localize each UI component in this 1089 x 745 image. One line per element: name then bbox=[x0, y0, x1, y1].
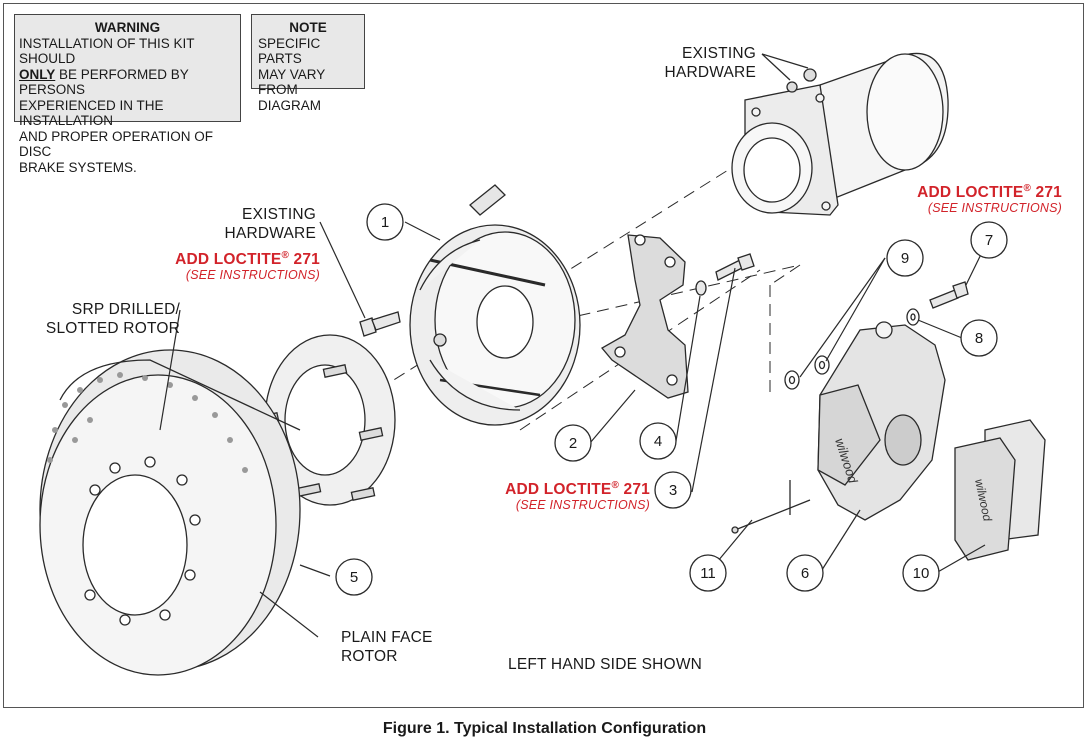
existing-hardware-bolt bbox=[359, 311, 401, 337]
existing-hardware-top-label: EXISTING HARDWARE bbox=[651, 44, 756, 82]
loctite-left-num: 271 bbox=[289, 251, 320, 269]
brake-pads: wilwood bbox=[954, 419, 1046, 561]
bracket-bolt bbox=[715, 253, 755, 281]
loctite-left-text: ADD LOCTITE bbox=[175, 251, 282, 269]
existing-hardware-left-line-2: HARDWARE bbox=[224, 225, 316, 242]
loctite-note-top-right: ADD LOCTITE® 271 (SEE INSTRUCTIONS) bbox=[890, 179, 1062, 218]
warning-box: WARNING INSTALLATION OF THIS KIT SHOULD … bbox=[14, 14, 241, 175]
warning-line-4: AND PROPER OPERATION OF DISC bbox=[19, 128, 214, 160]
callout-numbers: 1 2 3 4 5 6 7 8 9 10 11 bbox=[350, 214, 993, 586]
warning-line-5: BRAKE SYSTEMS. bbox=[19, 159, 137, 175]
brake-rotor bbox=[39, 349, 301, 676]
diagram-frame bbox=[3, 3, 1084, 708]
callout-6: 6 bbox=[801, 565, 809, 582]
callout-circles bbox=[335, 203, 1008, 596]
callout-10: 10 bbox=[913, 565, 930, 582]
existing-hardware-top-line-1: EXISTING bbox=[682, 45, 756, 62]
loctite-left-title: ADD LOCTITE® 271 bbox=[150, 246, 320, 269]
loctite-left-reg: ® bbox=[281, 250, 290, 261]
loctite-right-title: ADD LOCTITE® 271 bbox=[890, 179, 1062, 202]
callout-2: 2 bbox=[569, 435, 577, 452]
loctite-center-reg: ® bbox=[611, 480, 620, 491]
caliper: wilwood bbox=[817, 321, 946, 521]
callout-1: 1 bbox=[381, 214, 389, 231]
warning-line-3: EXPERIENCED IN THE INSTALLATION bbox=[19, 97, 164, 129]
left-hand-side-label: LEFT HAND SIDE SHOWN bbox=[508, 656, 703, 673]
callout-11: 11 bbox=[700, 565, 716, 582]
loctite-right-text: ADD LOCTITE bbox=[917, 184, 1024, 202]
warning-line-2-rest: BE PERFORMED BY PERSONS bbox=[19, 66, 189, 98]
loctite-left-sub: (SEE INSTRUCTIONS) bbox=[185, 268, 320, 283]
leader-lines bbox=[159, 221, 989, 638]
callout-3: 3 bbox=[669, 482, 677, 499]
note-line-2: MAY VARY FROM bbox=[258, 66, 326, 98]
loctite-right-sub: (SEE INSTRUCTIONS) bbox=[927, 201, 1062, 216]
existing-hardware-left-label: EXISTING HARDWARE bbox=[196, 205, 316, 243]
callout-8: 8 bbox=[975, 330, 983, 347]
plain-face-rotor-label: PLAIN FACE ROTOR bbox=[341, 628, 481, 666]
srp-rotor-line-1: SRP DRILLED/ bbox=[71, 301, 180, 318]
warning-only: ONLY bbox=[19, 66, 56, 82]
srp-rotor-line-2: SLOTTED ROTOR bbox=[45, 320, 180, 337]
existing-hardware-left-line-1: EXISTING bbox=[242, 206, 316, 223]
axle-housing bbox=[731, 52, 949, 216]
caliper-bracket bbox=[601, 234, 689, 399]
loctite-center-title: ADD LOCTITE® 271 bbox=[480, 476, 650, 499]
note-line-1: SPECIFIC PARTS bbox=[258, 35, 321, 67]
note-box: NOTE SPECIFIC PARTS MAY VARY FROM DIAGRA… bbox=[251, 14, 365, 113]
bracket-washer bbox=[695, 280, 707, 296]
warning-line-2: ONLY BE PERFORMED BY PERSONS bbox=[19, 67, 236, 98]
loctite-center-text: ADD LOCTITE bbox=[505, 481, 612, 499]
callout-9: 9 bbox=[901, 250, 909, 267]
loctite-right-reg: ® bbox=[1023, 183, 1032, 194]
caliper-bolt bbox=[929, 281, 969, 309]
srp-rotor-label: SRP DRILLED/ SLOTTED ROTOR bbox=[30, 300, 180, 338]
loctite-right-num: 271 bbox=[1031, 184, 1062, 202]
pad-retainer-clip bbox=[731, 480, 811, 534]
existing-hardware-nuts bbox=[761, 53, 817, 93]
callout-7: 7 bbox=[985, 232, 993, 249]
plain-face-line-2: ROTOR bbox=[341, 648, 398, 665]
note-line-3: DIAGRAM bbox=[258, 97, 322, 113]
loctite-note-left: ADD LOCTITE® 271 (SEE INSTRUCTIONS) bbox=[150, 246, 320, 285]
plain-face-line-1: PLAIN FACE bbox=[341, 629, 433, 646]
existing-hardware-top-line-2: HARDWARE bbox=[664, 64, 756, 81]
caliper-washers bbox=[784, 355, 830, 390]
loctite-center-sub: (SEE INSTRUCTIONS) bbox=[515, 498, 650, 513]
figure-caption: Figure 1. Typical Installation Configura… bbox=[382, 720, 707, 737]
warning-title: WARNING bbox=[94, 20, 161, 35]
warning-line-1: INSTALLATION OF THIS KIT SHOULD bbox=[19, 35, 195, 67]
callout-4: 4 bbox=[654, 433, 662, 450]
callout-5: 5 bbox=[350, 569, 358, 586]
caliper-bolt-washer bbox=[906, 308, 920, 326]
parking-brake-assembly bbox=[409, 184, 581, 426]
loctite-note-center: ADD LOCTITE® 271 (SEE INSTRUCTIONS) bbox=[480, 476, 650, 515]
note-title: NOTE bbox=[289, 20, 327, 35]
loctite-center-num: 271 bbox=[619, 481, 650, 499]
